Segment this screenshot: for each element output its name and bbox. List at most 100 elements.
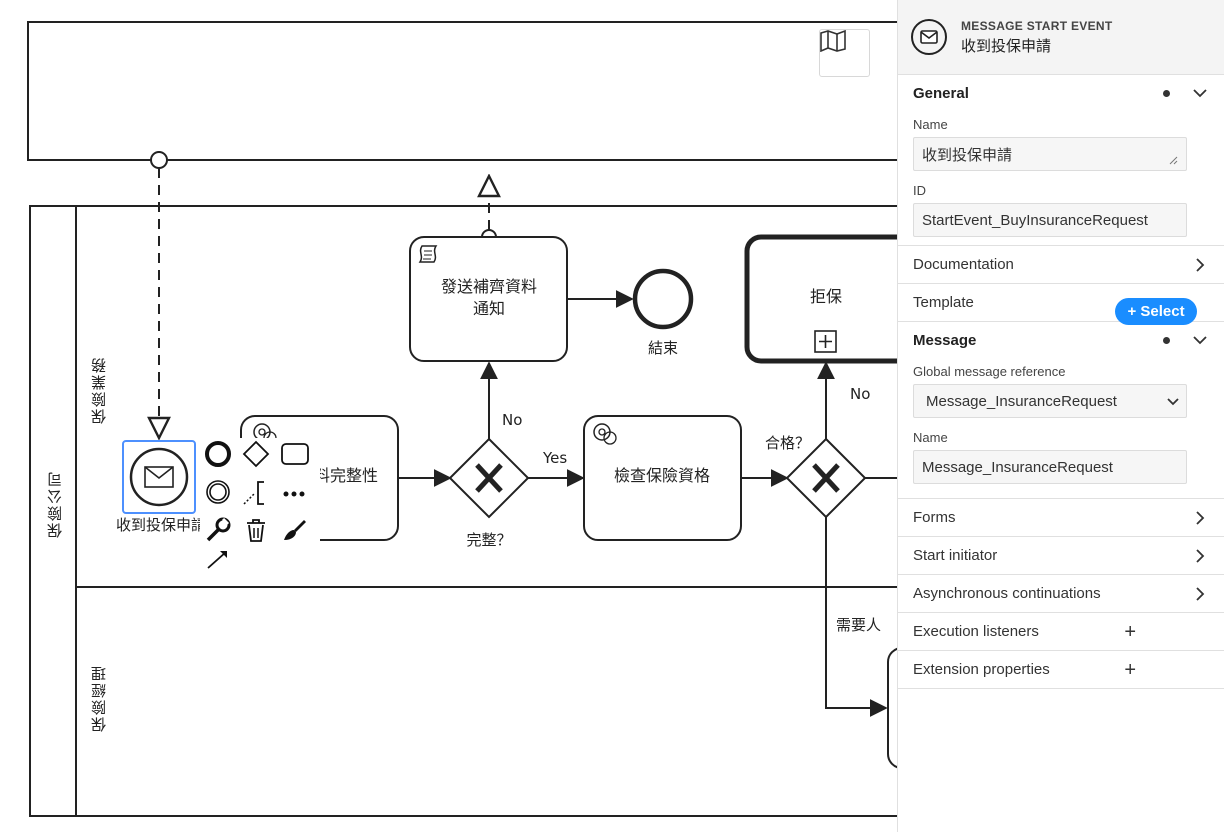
group-template-title: Template	[913, 294, 974, 311]
chevron-right-icon	[1192, 257, 1208, 273]
id-value: StartEvent_BuyInsuranceRequest	[922, 211, 1148, 229]
message-name-value: Message_InsuranceRequest	[922, 458, 1113, 476]
group-template: Template	[898, 284, 1224, 322]
annotation-icon	[243, 481, 264, 505]
template-select-button[interactable]: + Select	[1115, 298, 1197, 325]
flow-label-yes: Yes	[543, 449, 568, 467]
paintbrush-icon	[284, 520, 306, 540]
group-exec-listeners-title: Execution listeners	[913, 623, 1039, 640]
chevron-right-icon	[1192, 510, 1208, 526]
resize-grip-icon	[1169, 156, 1178, 165]
chevron-down-icon	[1192, 86, 1208, 102]
message-ref-select[interactable]: Message_InsuranceRequest	[913, 384, 1187, 418]
append-gateway-button[interactable]	[242, 440, 274, 472]
group-general-title: General	[913, 85, 969, 102]
arrow-connect-icon	[207, 551, 227, 569]
group-forms-title: Forms	[913, 509, 956, 526]
append-end-event-button[interactable]	[204, 440, 236, 472]
properties-panel: MESSAGE START EVENT 收到投保申請 General Name …	[897, 0, 1224, 832]
gateway-icon	[242, 440, 270, 468]
group-async-title: Asynchronous continuations	[913, 585, 1101, 602]
panel-header: MESSAGE START EVENT 收到投保申請	[898, 0, 1224, 75]
gateway-complete	[448, 437, 530, 519]
subprocess-reject-label: 拒保	[809, 287, 843, 306]
wrench-icon	[206, 517, 231, 542]
add-listener-plus-icon[interactable]: +	[1124, 620, 1136, 643]
task-check-eligibility-label: 檢查保險資格	[613, 466, 711, 485]
end-event-label: 結束	[647, 339, 679, 357]
color-button[interactable]	[280, 516, 312, 548]
id-input[interactable]: StartEvent_BuyInsuranceRequest	[913, 203, 1187, 237]
name-label: Name	[913, 117, 948, 132]
task-icon	[281, 443, 309, 465]
group-general: General Name 收到投保申請 ID StartEvent_BuyIns…	[898, 75, 1224, 246]
message-ref-value: Message_InsuranceRequest	[926, 392, 1117, 410]
group-message-header[interactable]: Message	[898, 322, 1224, 359]
group-documentation-title: Documentation	[913, 256, 1014, 273]
group-ext-props-header[interactable]: Extension properties +	[898, 651, 1224, 688]
pool-label: 保險公司	[46, 470, 64, 538]
minimap-toggle-button[interactable]	[819, 29, 870, 77]
task-send-notice-label-2: 通知	[472, 299, 506, 318]
flow-label-need-manager: 需要人	[836, 616, 882, 634]
group-general-header[interactable]: General	[898, 75, 1224, 112]
group-async-continuations: Asynchronous continuations	[898, 575, 1224, 613]
text-annotation-button[interactable]	[242, 478, 274, 510]
group-documentation-header[interactable]: Documentation	[898, 246, 1224, 283]
group-exec-listeners-header[interactable]: Execution listeners +	[898, 613, 1224, 650]
flow-label-no-right: No	[850, 385, 871, 403]
collapsed-subprocess-marker	[814, 330, 837, 353]
start-event-label: 收到投保申請	[116, 516, 207, 534]
bpmn-canvas[interactable]: 保險公司 保險業務 保險經理 料完整性 發送補齊資料 通知 結束 檢查保險資格 …	[0, 0, 897, 832]
task-check-completeness-label: 料完整性	[314, 466, 379, 485]
name-value: 收到投保申請	[922, 146, 1013, 164]
task-send-notice-label-1: 發送補齊資料	[440, 277, 538, 296]
message-ref-label: Global message reference	[913, 364, 1066, 379]
task-manager-review	[887, 647, 897, 769]
flow-label-no-top: No	[502, 411, 523, 429]
end-event	[632, 268, 694, 330]
group-documentation: Documentation	[898, 246, 1224, 284]
group-forms: Forms	[898, 499, 1224, 537]
trash-icon	[247, 519, 265, 542]
group-message: Message Global message reference Message…	[898, 322, 1224, 499]
group-template-header: Template	[898, 284, 1224, 321]
connect-button[interactable]	[204, 548, 236, 570]
external-pool	[27, 21, 897, 161]
script-icon	[418, 245, 438, 263]
data-indicator-dot	[1163, 337, 1170, 344]
append-intermediate-event-button[interactable]	[204, 478, 236, 510]
message-name-label: Name	[913, 430, 948, 445]
name-textarea[interactable]: 收到投保申請	[913, 137, 1187, 171]
gateway-complete-label: 完整？	[466, 531, 512, 549]
change-type-button[interactable]	[204, 516, 236, 548]
more-options-button[interactable]	[280, 478, 312, 510]
message-name-input[interactable]: Message_InsuranceRequest	[913, 450, 1187, 484]
group-start-initiator-title: Start initiator	[913, 547, 998, 564]
chevron-right-icon	[1192, 548, 1208, 564]
delete-button[interactable]	[242, 516, 274, 548]
group-extension-properties: Extension properties +	[898, 651, 1224, 689]
group-execution-listeners: Execution listeners +	[898, 613, 1224, 651]
map-icon	[820, 30, 846, 52]
gateway-qualified	[785, 437, 867, 519]
id-label: ID	[913, 183, 926, 198]
chevron-down-icon	[1167, 397, 1179, 405]
chevron-down-icon	[1192, 333, 1208, 349]
diagram-svg	[27, 21, 897, 817]
group-forms-header[interactable]: Forms	[898, 499, 1224, 536]
data-indicator-dot	[1163, 90, 1170, 97]
group-message-title: Message	[913, 332, 977, 349]
add-property-plus-icon[interactable]: +	[1124, 658, 1136, 681]
group-ext-props-title: Extension properties	[913, 661, 1050, 678]
start-envelope-icon	[144, 466, 174, 488]
ellipsis-icon	[283, 491, 305, 497]
lane-label-sales: 保險業務	[90, 356, 108, 424]
group-start-initiator-header[interactable]: Start initiator	[898, 537, 1224, 574]
end-event-icon	[205, 441, 231, 467]
append-task-button[interactable]	[280, 440, 312, 472]
intermediate-event-icon	[206, 480, 230, 504]
lane-label-manager: 保險經理	[90, 664, 108, 732]
group-async-header[interactable]: Asynchronous continuations	[898, 575, 1224, 612]
subprocess-reject	[744, 234, 897, 364]
